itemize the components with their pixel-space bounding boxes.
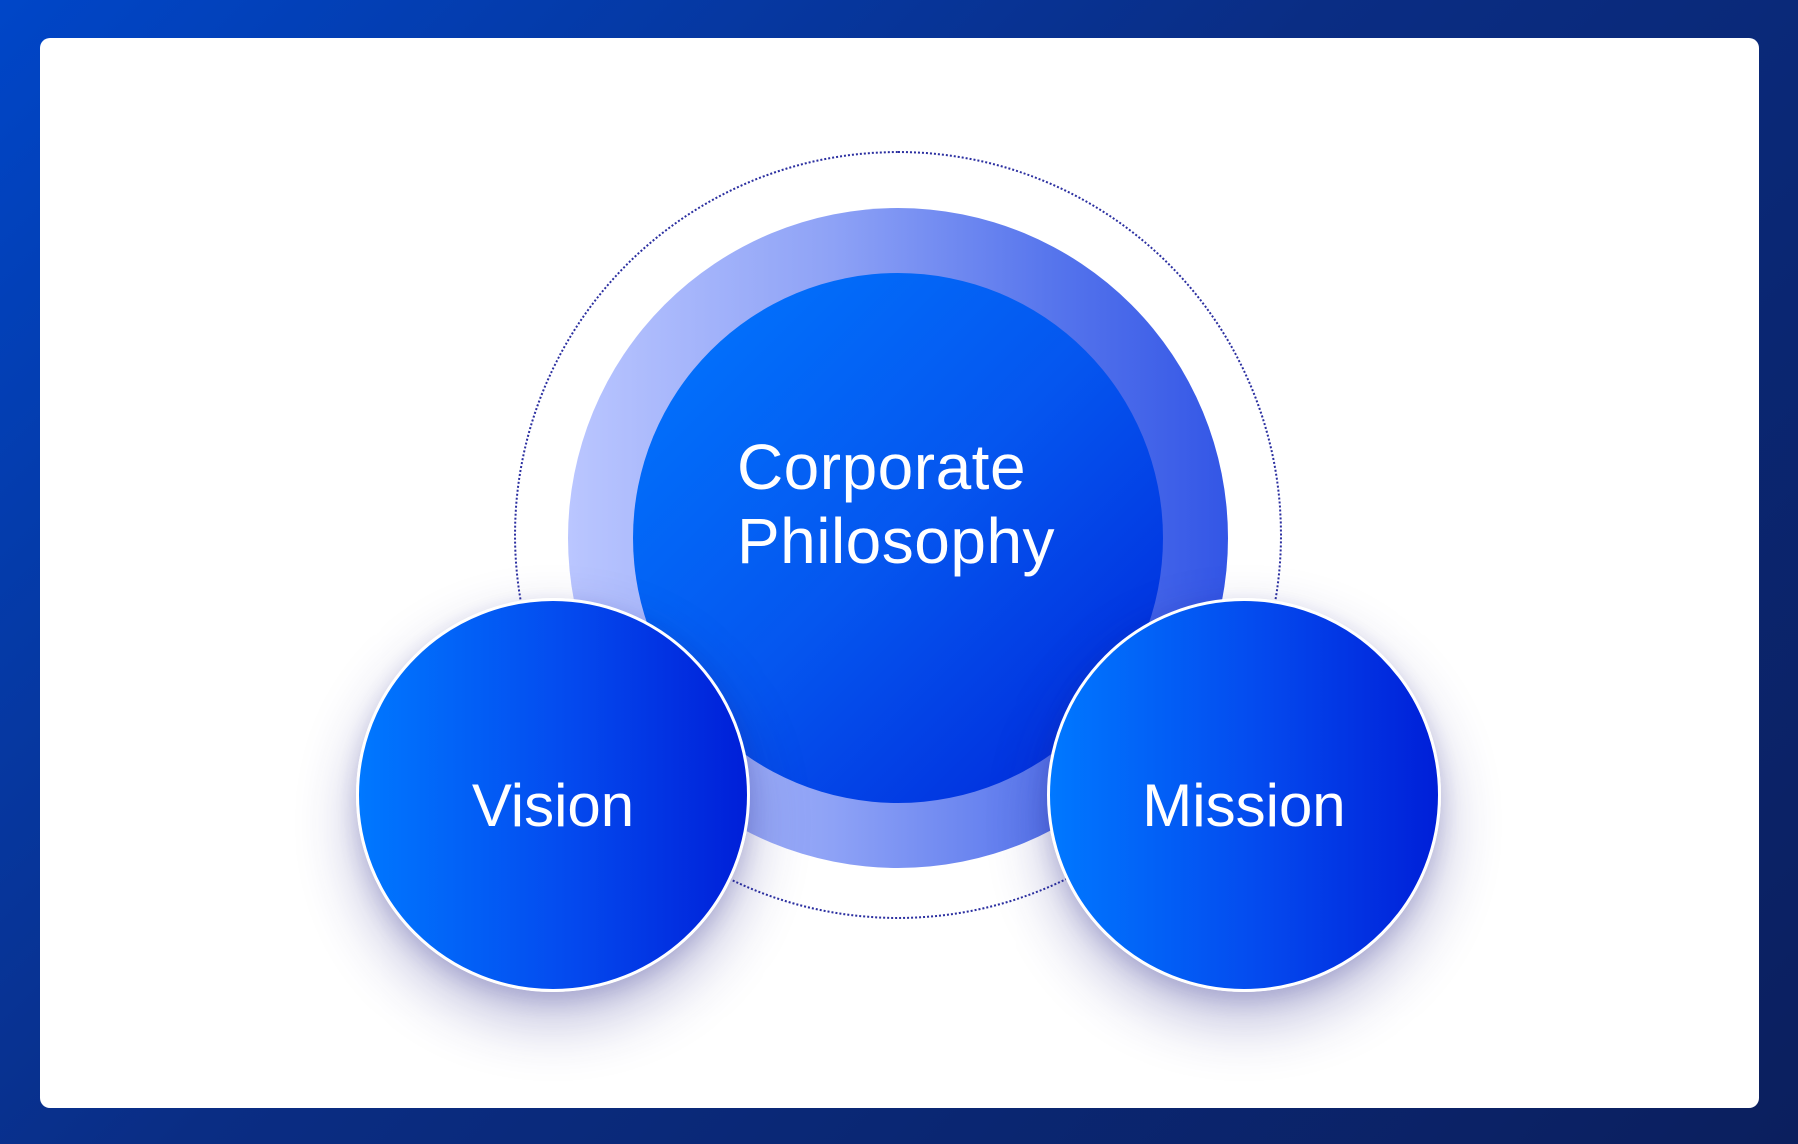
vision-label: Vision: [471, 771, 635, 839]
diagram-canvas: Corporate Philosophy Vision Mission: [40, 38, 1759, 1108]
mission-circle: Mission: [1047, 598, 1441, 992]
corporate-philosophy-label: Corporate Philosophy: [736, 431, 1056, 577]
vision-circle: Vision: [356, 598, 750, 992]
mission-label: Mission: [1142, 771, 1346, 839]
dotted-orbit-ring: [514, 151, 1282, 919]
